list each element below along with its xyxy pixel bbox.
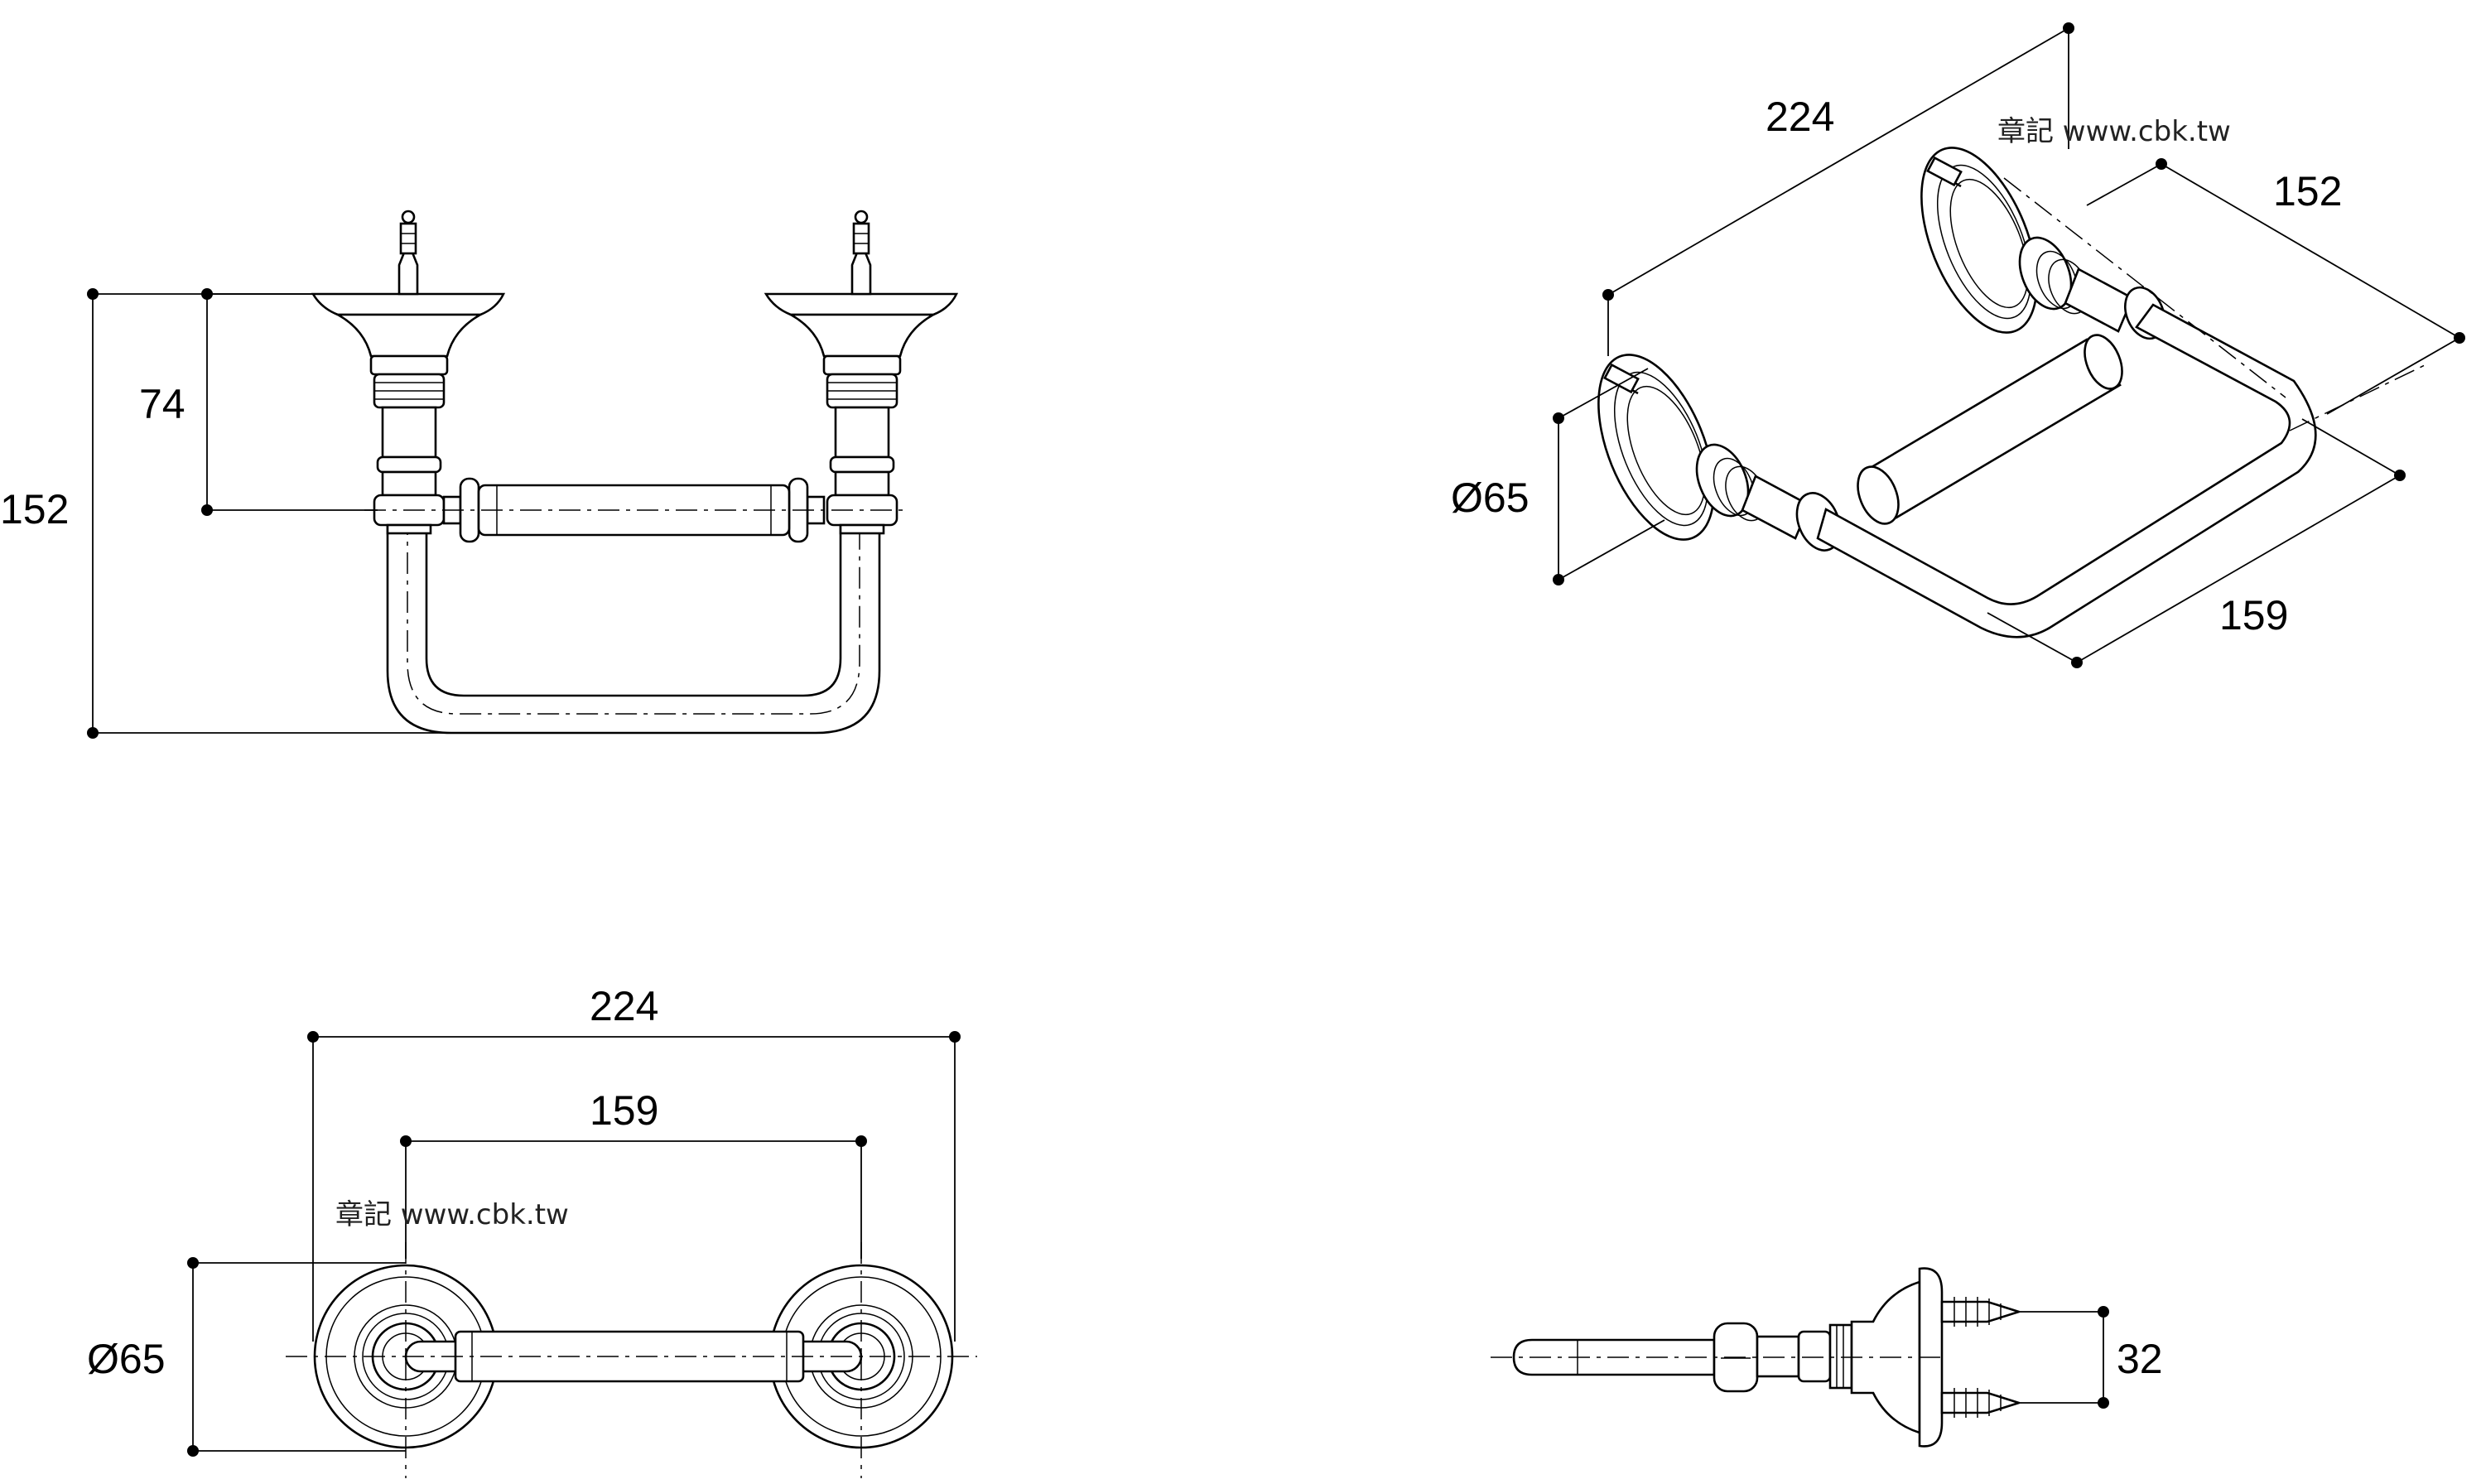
watermark-bottom: 章記 www.cbk.tw (335, 1198, 569, 1231)
side-screw-bottom (1940, 1388, 2023, 1418)
top-overall-dimension (307, 1031, 961, 1342)
iso-diameter-dimension (1553, 368, 1665, 585)
dim-label-224-top: 224 (590, 983, 658, 1029)
iso-length-dimension (1602, 22, 2074, 356)
side-screw-top (1940, 1297, 2023, 1327)
dim-label-152-iso: 152 (2273, 168, 2342, 214)
top-view: 224 159 Ø65 章記 www.cbk.tw (87, 983, 977, 1478)
iso-depth-dimension (2086, 158, 2465, 415)
side-view: 32 (1491, 1267, 2163, 1448)
dim-label-d65-iso: Ø65 (1451, 475, 1530, 521)
top-center-dimension (400, 1135, 867, 1259)
isometric-view: 224 152 Ø65 159 章記 www.cbk.tw (1451, 22, 2465, 668)
top-diameter-dimension (187, 1257, 406, 1457)
dim-label-152-front: 152 (0, 486, 69, 532)
iso-front-flange (1597, 354, 1842, 552)
dim-label-159-top: 159 (590, 1087, 658, 1134)
side-screw-dimension (2021, 1306, 2109, 1409)
iso-back-flange (1920, 147, 2165, 340)
iso-roller (1857, 334, 2123, 525)
dim-label-159-iso: 159 (2219, 592, 2288, 638)
dim-label-224-iso: 224 (1766, 94, 1834, 140)
watermark-top: 章記 www.cbk.tw (1997, 115, 2231, 148)
front-view: 152 74 (0, 210, 959, 739)
right-wall-post (764, 210, 959, 535)
dim-label-32: 32 (2117, 1336, 2163, 1382)
dim-label-d65-top: Ø65 (87, 1336, 166, 1382)
dim-label-74: 74 (139, 381, 185, 427)
iso-inner-length-dimension (1987, 418, 2406, 668)
front-roller-dimension (201, 288, 378, 516)
